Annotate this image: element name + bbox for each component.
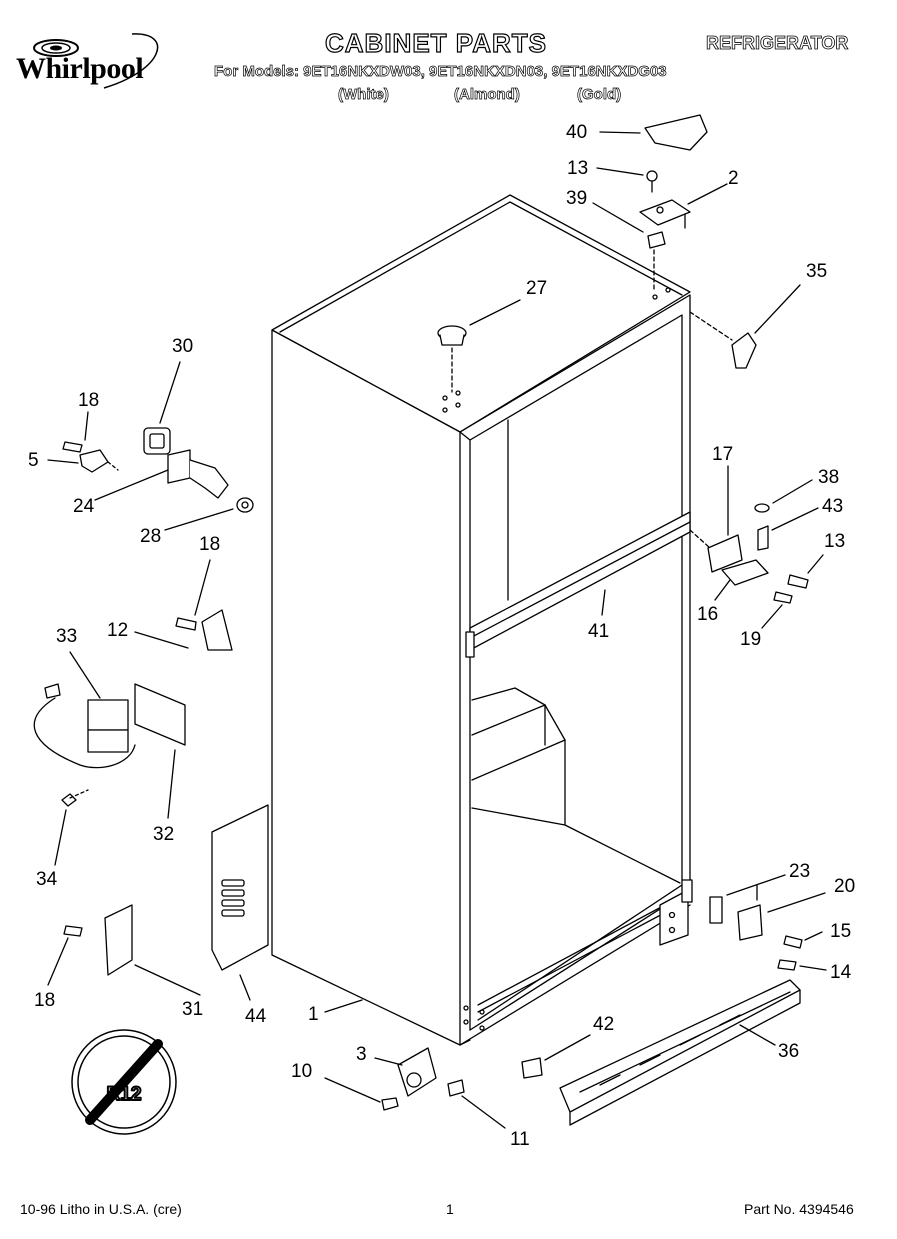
callout-1: 1: [308, 1004, 319, 1025]
callout-33: 33: [56, 626, 77, 647]
variant-gold: (Gold): [577, 86, 622, 104]
part-44-access-panel: [211, 804, 269, 971]
callout-34: 34: [36, 869, 58, 890]
callout-27: 27: [526, 278, 547, 299]
r12-badge: R12: [71, 1029, 177, 1135]
callout-41: 41: [588, 621, 609, 642]
part-38-washer: [754, 503, 770, 513]
callout-15: 15: [830, 921, 851, 942]
callout-43: 43: [822, 496, 843, 517]
callout-17: 17: [712, 444, 733, 465]
callout-2: 2: [728, 168, 739, 189]
callout-38: 38: [818, 467, 839, 488]
callout-19: 19: [740, 629, 761, 650]
callout-44: 44: [245, 1006, 267, 1027]
whirlpool-logo: Whirlpool: [14, 30, 194, 90]
part-5-clip: [79, 449, 109, 473]
part-31-cover: [104, 904, 133, 976]
variant-almond: (Almond): [454, 86, 521, 104]
callout-14: 14: [830, 962, 852, 983]
part-32-plate: [134, 683, 186, 746]
cabinet-body: [271, 194, 693, 1046]
callout-11: 11: [510, 1129, 530, 1150]
part-16-middle-hinge: [721, 559, 769, 586]
callout-18-mid: 18: [199, 534, 220, 555]
part-18-screw: [62, 441, 83, 453]
callout-18-bottom: 18: [34, 990, 55, 1011]
part-11-screw: [447, 1079, 465, 1097]
part-13-screw: [646, 170, 658, 193]
part-30-gasket: [143, 427, 171, 455]
part-23-shim: [709, 896, 723, 924]
callout-12: 12: [107, 620, 128, 641]
part-40-hinge-cover: [644, 114, 708, 151]
part-14-screw: [777, 959, 797, 971]
callout-23: 23: [789, 861, 810, 882]
callout-28: 28: [140, 526, 161, 547]
footer-page-number: 1: [446, 1201, 454, 1217]
models-line: For Models: 9ET16NKXDW03, 9ET16NKXDN03, …: [214, 63, 667, 81]
page-title: CABINET PARTS: [324, 27, 547, 58]
part-17-bracket: [707, 534, 743, 573]
part-34-screw: [61, 793, 77, 807]
part-33-transformer: [33, 683, 136, 769]
part-20-bottom-hinge: [737, 904, 763, 941]
callout-35: 35: [806, 261, 827, 282]
part-28-washer: [236, 497, 254, 513]
part-42-clip: [521, 1057, 543, 1079]
part-36-grille: [559, 979, 801, 1126]
part-35-hinge-pin-cover: [731, 332, 757, 369]
part-43-pin: [757, 525, 769, 551]
part-10-screw: [381, 1097, 399, 1111]
callout-18-top: 18: [78, 390, 99, 411]
callout-40: 40: [566, 122, 587, 143]
footer-part-number: Part No. 4394546: [744, 1201, 854, 1217]
callout-20: 20: [834, 876, 855, 897]
part-24-drain: [167, 449, 229, 499]
part-19-screw: [773, 591, 793, 604]
variant-white: (White): [338, 86, 390, 104]
callout-42: 42: [593, 1014, 614, 1035]
part-39-shim: [647, 231, 666, 249]
part-13-screw-right: [787, 574, 809, 589]
callout-24: 24: [73, 496, 95, 517]
callout-16: 16: [697, 604, 718, 625]
part-18-screw-bottom: [63, 925, 83, 937]
callout-39: 39: [566, 188, 587, 209]
callout-10: 10: [291, 1061, 312, 1082]
callout-13: 13: [567, 158, 588, 179]
footer-litho: 10-96 Litho in U.S.A. (cre): [20, 1201, 182, 1217]
brand-wordmark: Whirlpool: [16, 52, 144, 85]
callout-36: 36: [778, 1041, 799, 1062]
part-3-leveler: [397, 1047, 437, 1097]
part-2-top-hinge: [639, 199, 691, 226]
part-18-screw-mid: [175, 617, 197, 631]
callout-5: 5: [28, 450, 39, 471]
part-12-bracket: [201, 609, 233, 651]
part-27-plug: [437, 325, 467, 346]
callout-13-right: 13: [824, 531, 845, 552]
part-15-screw: [783, 935, 803, 949]
callout-31: 31: [182, 999, 203, 1020]
callout-32: 32: [153, 824, 174, 845]
callout-3: 3: [356, 1044, 367, 1065]
callout-30: 30: [172, 336, 193, 357]
category-label: REFRIGERATOR: [706, 33, 849, 54]
swirl-icon: [33, 33, 159, 89]
